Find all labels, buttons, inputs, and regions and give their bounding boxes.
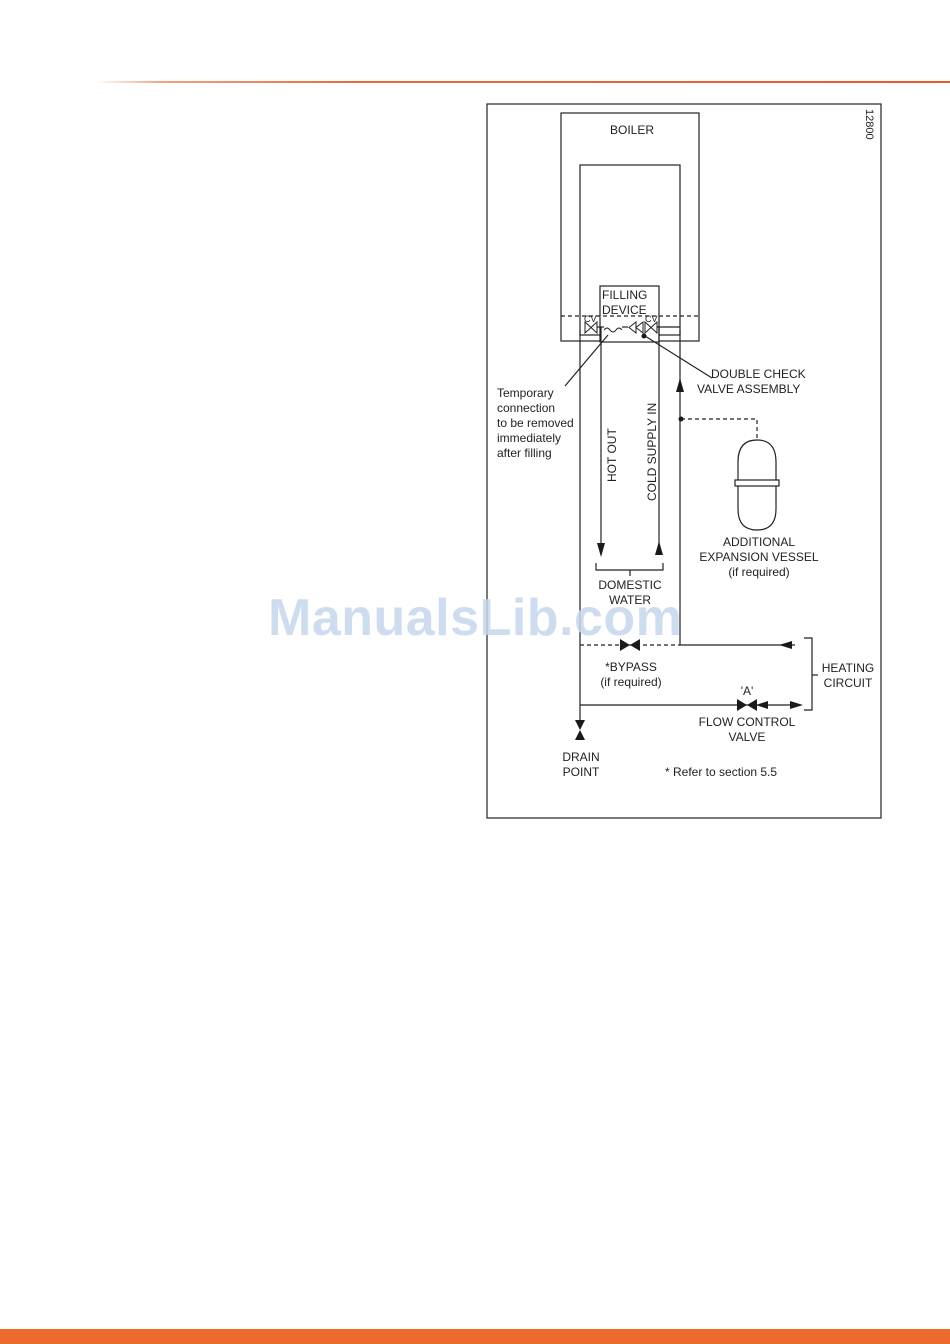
valve-a-left-arrow [756, 701, 768, 709]
filling-device-label-2: DEVICE [602, 303, 647, 317]
hot-out-label: HOT OUT [605, 428, 619, 482]
drain-point-label-2: POINT [563, 765, 600, 779]
vessel-label-1: ADDITIONAL [723, 535, 795, 549]
temp-connection-label-4: immediately [497, 431, 561, 445]
temp-connection-label-3: to be removed [497, 416, 574, 430]
flow-control-valve [737, 699, 757, 711]
vessel-junction [678, 416, 684, 422]
domestic-bracket [595, 563, 664, 571]
heating-circuit-label-1: HEATING [822, 661, 874, 675]
temporary-hose [603, 327, 623, 333]
filling-junction [641, 333, 647, 339]
flow-control-label-2: VALVE [729, 730, 766, 744]
footnote: * Refer to section 5.5 [665, 765, 777, 779]
temp-connection-leader [564, 334, 609, 387]
header-rule [95, 81, 950, 83]
cold-supply-arrow [655, 541, 663, 555]
heating-circuit-label-2: CIRCUIT [824, 676, 873, 690]
flow-control-label-1: FLOW CONTROL [699, 715, 796, 729]
vessel-band [734, 479, 780, 487]
bypass-label-2: (if required) [600, 675, 661, 689]
cold-supply-label: COLD SUPPLY IN [645, 403, 659, 501]
vessel-label-3: (if required) [728, 565, 789, 579]
filling-device-box [599, 285, 660, 343]
temp-connection-label-1: Temporary [497, 386, 554, 400]
watermark: ManualsLib.com [268, 589, 683, 647]
drain-point-label-1: DRAIN [562, 750, 599, 764]
drain-valve [575, 720, 585, 740]
bypass-valve [620, 639, 640, 651]
temp-connection-label-5: after filling [497, 446, 552, 460]
bypass-label-1: *BYPASS [605, 660, 657, 674]
filling-device-label-1: FILLING [602, 288, 647, 302]
diagram-frame [486, 103, 882, 819]
hot-out-arrow [597, 543, 605, 557]
flow-up-arrow [676, 378, 684, 392]
double-check-valves [628, 320, 658, 335]
footer-bar [0, 1329, 950, 1344]
boiler-label: BOILER [610, 123, 654, 137]
cv-valve-left [584, 320, 598, 335]
cv-left-label: CV [584, 314, 597, 324]
heating-flow-arrow [790, 701, 803, 709]
double-check-label-2: VALVE ASSEMBLY [697, 382, 800, 396]
heating-bracket [804, 637, 813, 711]
vessel-connection [681, 418, 758, 440]
domestic-water-label-1: DOMESTIC [598, 578, 662, 592]
valve-a-label: 'A' [741, 684, 754, 698]
double-check-label-1: DOUBLE CHECK [711, 367, 806, 381]
cv-right-label: CV [645, 314, 658, 324]
double-check-leader [644, 335, 713, 379]
vessel-label-2: EXPANSION VESSEL [699, 550, 818, 564]
temp-connection-label-2: connection [497, 401, 555, 415]
domestic-water-label-2: WATER [609, 593, 651, 607]
heating-return-arrow [779, 641, 792, 649]
figure-number: 12800 [863, 109, 875, 140]
